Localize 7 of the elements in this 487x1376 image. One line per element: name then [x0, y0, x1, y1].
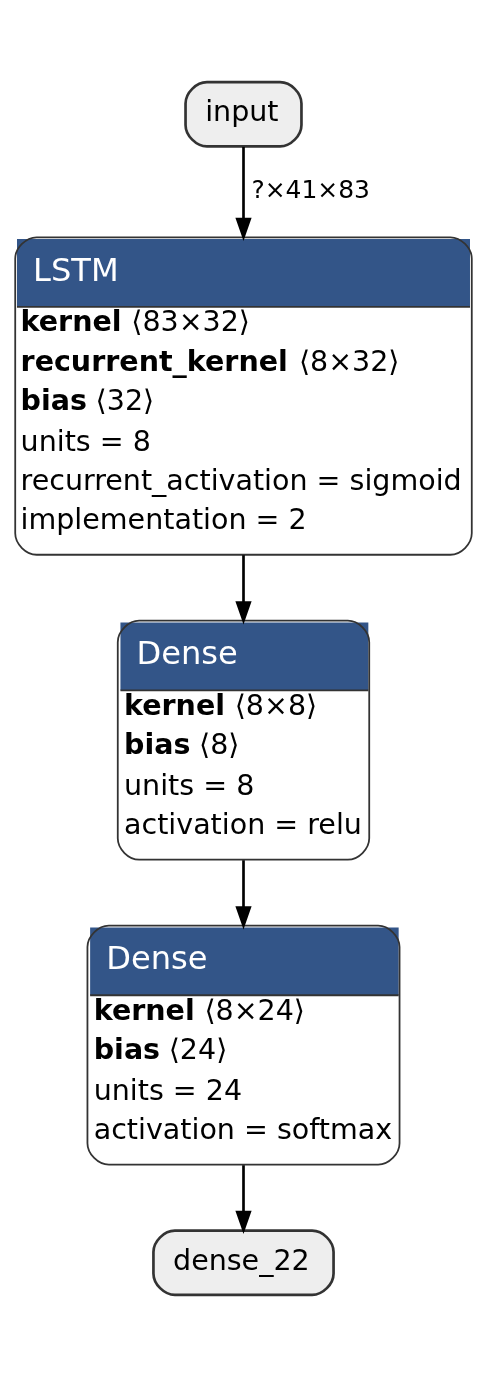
arrow — [235, 1164, 252, 1234]
arrow — [235, 554, 252, 624]
arrow — [235, 146, 252, 241]
node-box: input — [184, 80, 303, 148]
node-box: dense_22 — [152, 1228, 335, 1296]
edge-label: ?×41×83 — [251, 174, 370, 204]
arrow — [235, 859, 252, 930]
